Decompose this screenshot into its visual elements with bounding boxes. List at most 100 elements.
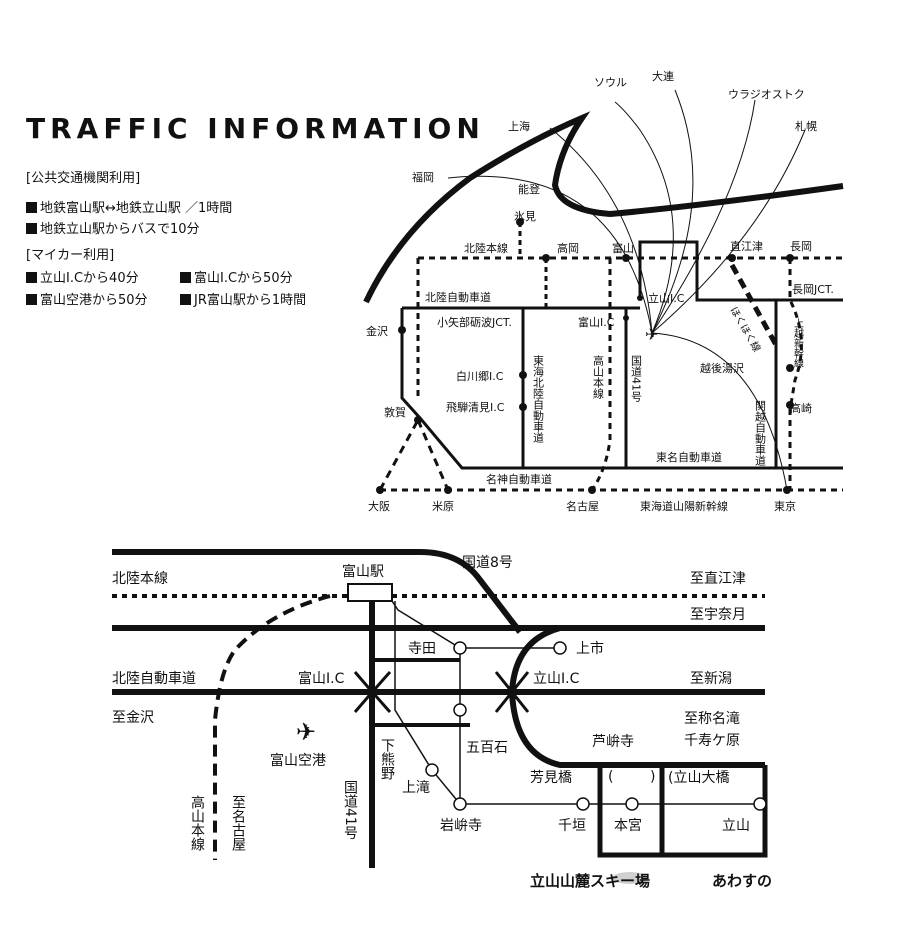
station-takasaki xyxy=(786,401,794,409)
toyama-station-box xyxy=(347,583,393,602)
label-oyabe-jct: 小矢部砺波JCT. xyxy=(437,315,512,329)
coastline xyxy=(363,111,844,304)
bracket-paren-close: ) xyxy=(650,769,655,785)
label-soul: ソウル xyxy=(594,76,627,89)
public-line-2-text: 地鉄立山駅からバスで10分 xyxy=(40,222,200,237)
label-sapporo: 札幌 xyxy=(795,119,817,133)
wide-area-map: ✈ ソウル 大連 ウラジオストク 札幌 上海 福岡 能登 氷見 北陸本線 高岡 … xyxy=(363,69,844,513)
label-tokyo: 東京 xyxy=(774,499,796,513)
label-hida-kiyomi: 飛騨清見I.C xyxy=(446,400,505,414)
label-shimo-kumano: 下熊野 xyxy=(379,738,395,780)
label-route41-local: 国道41号 xyxy=(342,780,358,840)
label-shirakawago: 白川郷I.C xyxy=(456,369,504,383)
station-nagoya xyxy=(588,486,596,494)
label-gohyakkoku: 五百石 xyxy=(466,740,508,756)
label-himi: 氷見 xyxy=(514,210,536,223)
rail-tsuruga-maibara xyxy=(416,419,450,491)
label-tokaido-sanyo: 東海道山陽新幹線 xyxy=(640,499,728,513)
label-shanghai: 上海 xyxy=(508,119,530,133)
label-to-shomyo: 至称名滝 xyxy=(684,711,740,727)
flight-route-sapporo xyxy=(651,129,806,334)
label-echigo-yuzawa: 越後湯沢 xyxy=(700,361,744,375)
station-chigaki xyxy=(576,797,590,811)
label-tokai-hokuriku: 東海北陸自動車道 xyxy=(532,355,545,443)
tateyama-ic-junction xyxy=(494,671,530,713)
station-gohyakkoku xyxy=(453,703,467,717)
station-kamidaki xyxy=(425,763,439,777)
airplane-icon: ✈ xyxy=(645,325,658,344)
label-dalian: 大連 xyxy=(652,69,674,83)
label-vladivostok: ウラジオストク xyxy=(728,88,805,101)
flight-route-tokyo xyxy=(651,332,788,491)
station-tateyama xyxy=(753,797,767,811)
flight-route-shanghai xyxy=(549,127,653,334)
label-tomei: 東名自動車道 xyxy=(656,450,722,464)
station-echigo-yuzawa xyxy=(786,364,794,372)
label-to-nagoya: 至名古屋 xyxy=(230,795,246,852)
bullet-square-icon xyxy=(180,294,191,305)
label-ski-area: 立山山麓スキー場 xyxy=(530,872,650,890)
label-kanetsu: 関越自動車道 xyxy=(754,400,767,466)
label-to-naoetsu: 至直江津 xyxy=(690,570,746,587)
label-to-niigata: 至新潟 xyxy=(690,671,732,687)
label-fukuoka: 福岡 xyxy=(412,170,434,184)
station-himi xyxy=(516,218,524,226)
car-item-4-text: JR富山駅から1時間 xyxy=(194,293,307,308)
station-kanazawa xyxy=(398,326,406,334)
label-tateyama-ic: 立山I.C xyxy=(648,291,685,305)
bullet-square-icon xyxy=(26,294,37,305)
flight-route-vladivostok xyxy=(651,99,756,334)
label-toyama-ic: 富山I.C xyxy=(578,315,615,329)
rail-osaka-tsuruga xyxy=(378,419,420,491)
station-takaoka xyxy=(542,254,550,262)
car-item-2-text: 富山I.Cから50分 xyxy=(194,271,293,286)
station-terada xyxy=(453,641,467,655)
label-toyama-station: 富山駅 xyxy=(342,563,384,580)
label-nagoya: 名古屋 xyxy=(566,499,599,513)
car-item-1: 立山I.Cから40分 xyxy=(26,272,139,285)
public-line-1-text: 地鉄富山駅↔地鉄立山駅 ／1時間 xyxy=(40,201,233,216)
public-transport-header: [公共交通機関利用] xyxy=(26,171,141,186)
local-area-map: ( ) ✈ 国道8号 富山駅 北陸本線 至直江津 至宇奈月 寺田 上市 北陸自動… xyxy=(112,549,772,890)
station-maibara xyxy=(444,486,452,494)
public-transport-line-2: 地鉄立山駅からバスで10分 xyxy=(26,223,200,236)
ic-tateyama xyxy=(637,295,643,301)
label-senjugahara: 千寿ケ原 xyxy=(684,732,740,749)
station-kamiichi xyxy=(553,641,567,655)
bracket-paren: ( xyxy=(608,769,613,785)
station-hongu xyxy=(625,797,639,811)
ic-toyama xyxy=(623,315,629,321)
label-takayama-line-local: 高山本線 xyxy=(189,794,205,851)
label-iwakuraji: 岩峅寺 xyxy=(440,818,482,834)
flight-route-dalian xyxy=(651,89,694,334)
ic-hida-kiyomi xyxy=(519,403,527,411)
label-nagaoka-jct: 長岡JCT. xyxy=(792,283,834,296)
car-item-1-text: 立山I.Cから40分 xyxy=(40,271,139,286)
label-toyama-airport: 富山空港 xyxy=(270,752,326,769)
takayama-line-local xyxy=(213,594,331,860)
label-kanazawa: 金沢 xyxy=(366,324,388,338)
ski-area-box xyxy=(597,765,768,858)
label-toyama-ic-local: 富山I.C xyxy=(298,670,345,687)
label-toyama: 富山 xyxy=(612,241,634,255)
joetsu-shinkansen xyxy=(788,258,803,490)
label-noto: 能登 xyxy=(518,182,540,196)
station-nagaoka xyxy=(786,254,794,262)
toyama-ic-junction xyxy=(353,670,392,714)
station-tsuruga xyxy=(414,416,422,424)
label-hokuriku-expwy: 北陸自動車道 xyxy=(425,290,491,304)
label-joetsu-shinkansen: 上越新幹線 xyxy=(792,318,804,368)
label-terada: 寺田 xyxy=(408,641,436,657)
label-route41: 国道41号 xyxy=(630,355,643,403)
route-8-road xyxy=(112,549,523,634)
label-maibara: 米原 xyxy=(432,500,454,513)
label-route8: 国道8号 xyxy=(462,555,513,571)
label-kamiichi: 上市 xyxy=(576,640,604,657)
car-item-4: JR富山駅から1時間 xyxy=(180,294,306,307)
bullet-square-icon xyxy=(26,223,37,234)
label-ashikuraji: 芦峅寺 xyxy=(592,734,634,750)
print-smudge xyxy=(612,872,648,884)
label-tsuruga: 敦賀 xyxy=(384,405,406,419)
label-kamidaki: 上滝 xyxy=(402,780,430,796)
